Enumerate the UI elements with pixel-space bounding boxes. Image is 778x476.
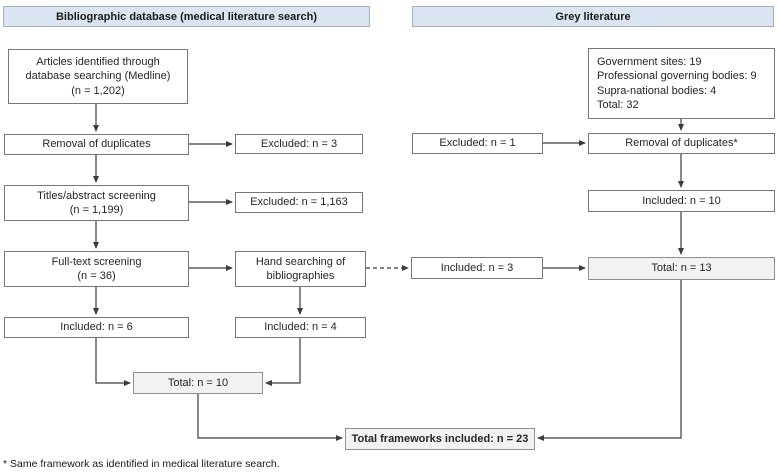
footnote-same-framework: * Same framework as identified in medica… xyxy=(3,458,280,470)
box-included-full-text: Included: n = 6 xyxy=(4,317,189,338)
header-grey-literature: Grey literature xyxy=(412,6,774,27)
box-full-text-screening: Full-text screening (n = 36) xyxy=(4,251,189,287)
box-titles-abstract-screening: Titles/abstract screening (n = 1,199) xyxy=(4,185,189,221)
box-included-grey: Included: n = 10 xyxy=(588,190,775,212)
box-grey-sources: Government sites: 19 Professional govern… xyxy=(588,48,775,119)
box-excluded-grey: Excluded: n = 1 xyxy=(412,133,543,154)
box-total-grey: Total: n = 13 xyxy=(588,257,775,280)
box-hand-searching: Hand searching of bibliographies xyxy=(235,251,366,287)
box-removal-of-duplicates-grey: Removal of duplicates* xyxy=(588,133,775,154)
box-total-frameworks-included: Total frameworks included: n = 23 xyxy=(345,428,535,450)
box-included-hand-searching: Included: n = 4 xyxy=(235,317,366,338)
box-removal-of-duplicates: Removal of duplicates xyxy=(4,134,189,155)
box-total-bibliographic: Total: n = 10 xyxy=(133,372,263,394)
box-articles-identified: Articles identified through database sea… xyxy=(8,49,188,104)
header-bibliographic-database: Bibliographic database (medical literatu… xyxy=(3,6,370,27)
box-included-from-hand-searching: Included: n = 3 xyxy=(411,257,543,279)
box-excluded-duplicates: Excluded: n = 3 xyxy=(235,134,363,154)
box-excluded-titles-abstract: Excluded: n = 1,163 xyxy=(235,192,363,213)
